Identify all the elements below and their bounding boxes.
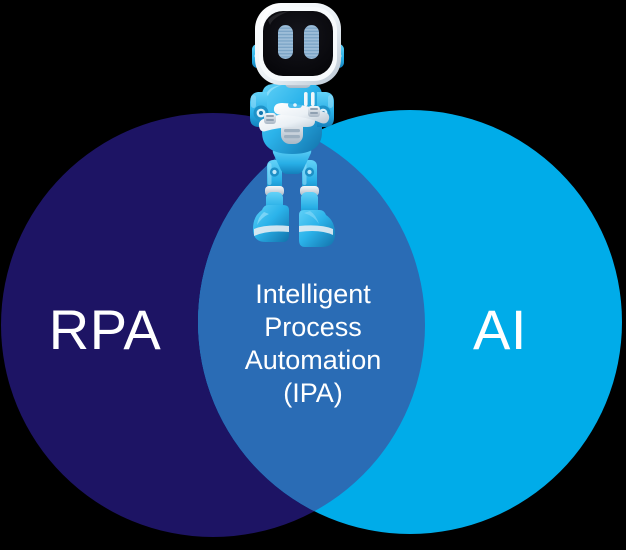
chest-vent-bar-2 bbox=[311, 92, 315, 106]
chest-vent-bar-1 bbox=[304, 92, 308, 106]
face-screen bbox=[263, 11, 333, 76]
head bbox=[255, 3, 341, 85]
pelvis bbox=[272, 148, 312, 174]
right-eye bbox=[304, 25, 319, 59]
left-eye bbox=[278, 25, 293, 59]
robot-mascot bbox=[236, 0, 360, 262]
crossed-forearms bbox=[258, 102, 330, 132]
left-foot bbox=[253, 205, 289, 242]
right-hand bbox=[308, 106, 320, 117]
robot-illustration bbox=[250, 3, 344, 247]
right-foot bbox=[299, 210, 335, 247]
left-hand bbox=[264, 113, 276, 124]
